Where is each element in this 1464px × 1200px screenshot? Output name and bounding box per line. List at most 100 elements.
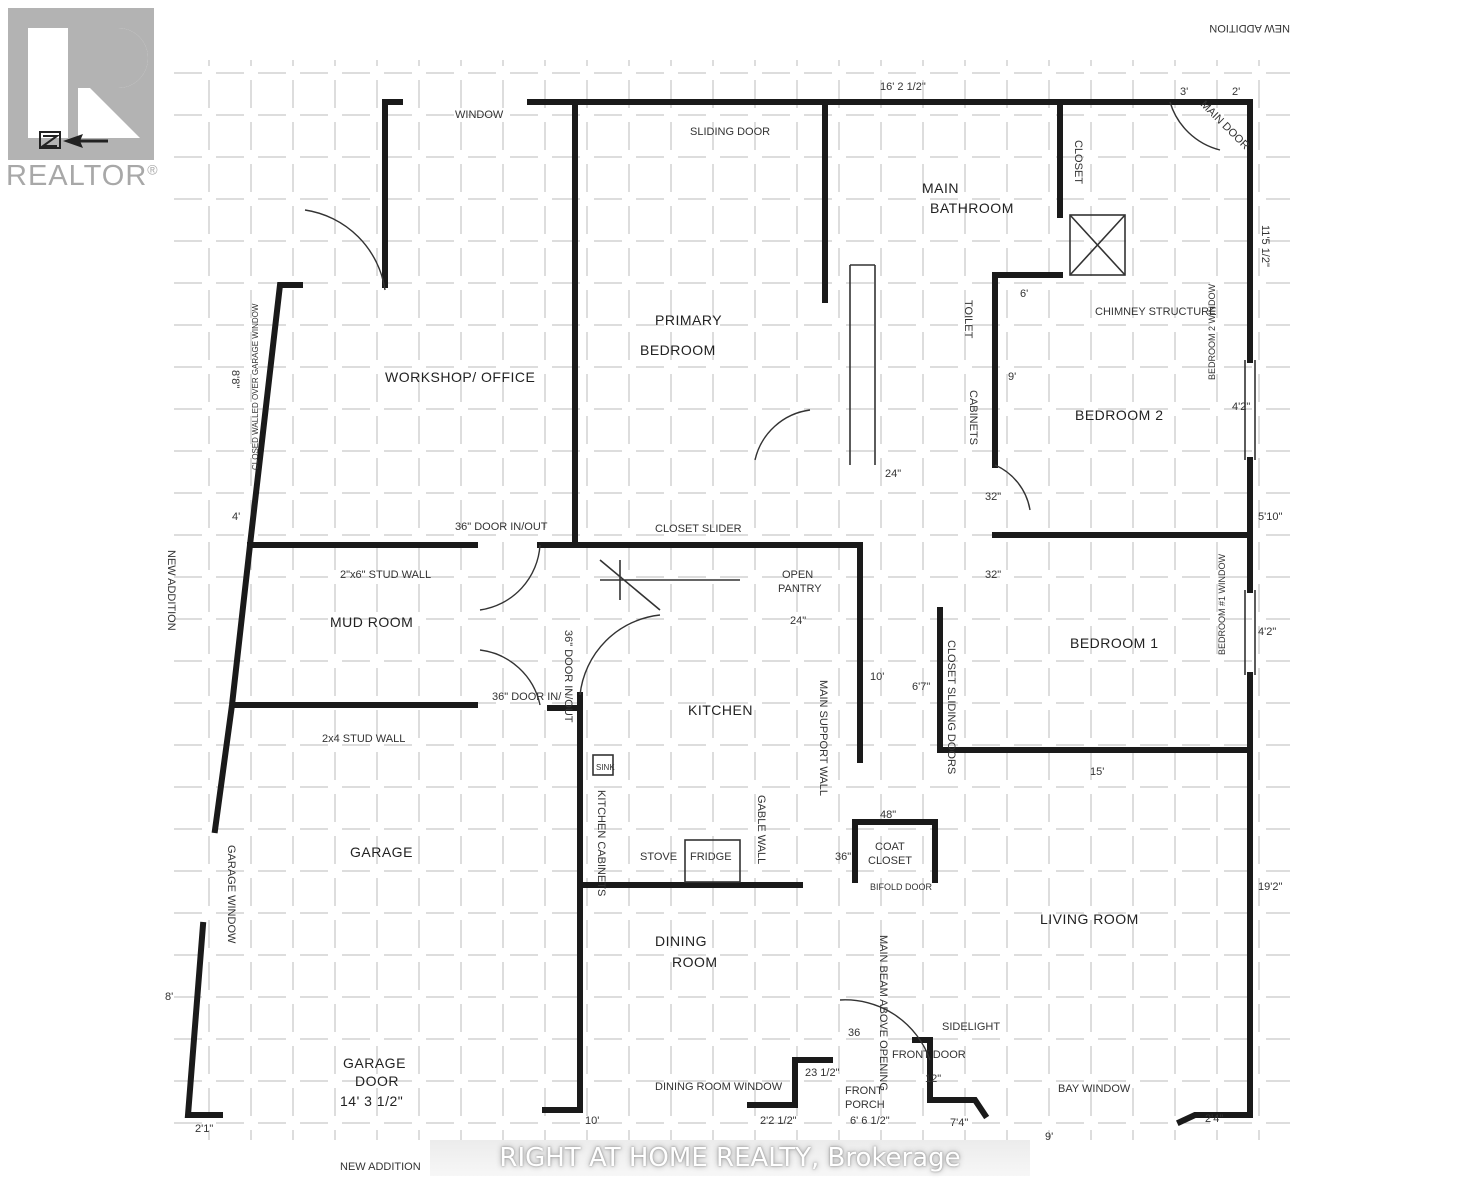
note-closet-slider: CLOSET SLIDER: [655, 523, 742, 535]
note-new-addition-left: NEW ADDITION: [165, 550, 177, 631]
room-dining-2: ROOM: [672, 954, 718, 970]
grid-background: [170, 60, 1290, 1140]
room-primary-bedroom: PRIMARY: [655, 312, 722, 328]
note-bedroom1-window: BEDROOM #1 WINDOW: [1217, 553, 1227, 655]
dimension-label: 24": [790, 615, 806, 627]
dimension-label: 9': [1008, 371, 1016, 383]
dimension-label: 2'4": [1205, 1113, 1223, 1125]
note-kitchen-cabinets: KITCHEN CABINETS: [595, 790, 607, 896]
note-dining-window: DINING ROOM WINDOW: [655, 1081, 783, 1093]
front-porch-label-2: PORCH: [845, 1099, 885, 1111]
room-main-bathroom-2: BATHROOM: [930, 200, 1014, 216]
annotations: NEW ADDITION NEW ADDITION NEW ADDITION C…: [165, 22, 1290, 1173]
note-stove: STOVE: [640, 851, 677, 863]
dimension-label: 10': [585, 1115, 599, 1127]
chimney-structure: [1069, 214, 1126, 276]
dimension-label: 36: [848, 1027, 860, 1039]
dimension-label: 8'8": [229, 370, 241, 388]
note-2x4-stud-wall: 2x4 STUD WALL: [322, 733, 405, 745]
dimension-label: 11'5 1/2": [1259, 225, 1271, 267]
walls: [184, 99, 1253, 1126]
room-bedroom-1: BEDROOM 1: [1070, 635, 1159, 651]
dimension-labels: 16' 2 1/2" 3' 2' 11'5 1/2" 6' 9' 4'2" 5'…: [165, 81, 1282, 1143]
dimension-label: 32": [985, 491, 1001, 503]
note-bay-window: BAY WINDOW: [1058, 1083, 1131, 1095]
realtor-logo-word: REALTOR: [6, 160, 148, 192]
open-pantry-label: OPEN: [782, 569, 813, 581]
dimension-label: 6' 6 1/2": [850, 1115, 890, 1127]
note-window-top: WINDOW: [455, 109, 504, 121]
dimension-label: 6': [1020, 288, 1028, 300]
dimension-label: 10': [870, 671, 884, 683]
room-workshop: WORKSHOP/ OFFICE: [385, 369, 535, 385]
dimension-label: 4'2": [1258, 626, 1276, 638]
note-sink: SINK: [596, 763, 615, 772]
dimension-label: 2': [1232, 86, 1240, 98]
door-swings: [304, 101, 1221, 1061]
dimension-label: 7'4": [950, 1117, 968, 1129]
note-bedroom2-window: BEDROOM 2 WINDOW: [1207, 283, 1217, 380]
note-main-beam: MAIN BEAM ABOVE OPENING: [877, 935, 889, 1091]
note-toilet: TOILET: [962, 300, 974, 339]
dimension-label: 36": [835, 851, 851, 863]
note-new-addition-top: NEW ADDITION: [1209, 22, 1290, 34]
note-main-support-wall: MAIN SUPPORT WALL: [817, 680, 829, 796]
room-primary-bedroom-2: BEDROOM: [640, 342, 716, 358]
room-garage: GARAGE: [350, 844, 413, 860]
dimension-label: 6'7": [912, 681, 930, 693]
dimension-label: 8': [165, 991, 173, 1003]
room-labels: WORKSHOP/ OFFICE PRIMARY BEDROOM MAIN BA…: [330, 180, 1164, 1111]
room-mud-room: MUD ROOM: [330, 614, 413, 630]
note-sidelight: SIDELIGHT: [942, 1021, 1000, 1033]
fridge: [684, 839, 741, 883]
realtor-logo: [8, 8, 154, 160]
coat-closet-label: COAT: [875, 841, 905, 853]
realtor-r-icon: [28, 28, 148, 149]
note-door-in-out-2: 36" DOOR IN/OUT: [562, 630, 574, 723]
dimension-label: 5'10": [1258, 511, 1282, 523]
note-door-in: 36" DOOR IN/: [492, 691, 562, 703]
dimension-label: 9': [1045, 1131, 1053, 1143]
note-chimney: CHIMNEY STRUCTURE: [1095, 306, 1216, 318]
dimension-label: 23 1/2": [805, 1067, 840, 1079]
note-closet-top: CLOSET: [1072, 140, 1084, 184]
room-main-bathroom: MAIN: [922, 180, 959, 196]
room-kitchen: KITCHEN: [688, 702, 753, 718]
dimension-label: 12": [925, 1073, 941, 1085]
note-cabinets: CABINETS: [967, 390, 979, 445]
dimension-label: 4'2": [1232, 401, 1250, 413]
dimension-label: 3': [1180, 86, 1188, 98]
room-bedroom-2: BEDROOM 2: [1075, 407, 1164, 423]
sink: [592, 754, 614, 776]
dimension-label: 2'1": [195, 1123, 213, 1135]
note-garage-window: GARAGE WINDOW: [225, 845, 237, 944]
dimension-label: 32": [985, 569, 1001, 581]
note-2x6-stud-wall: 2"x6" STUD WALL: [340, 569, 431, 581]
dimension-label: 16' 2 1/2": [880, 81, 926, 93]
note-closed-window: CLOSED WALLED OVER GARAGE WINDOW: [251, 303, 260, 470]
registered-mark: ®: [147, 161, 159, 178]
partitions: [592, 214, 1256, 883]
note-sliding-door: SLIDING DOOR: [690, 126, 770, 138]
dimension-label: 4': [232, 511, 240, 523]
note-new-addition-bottom: NEW ADDITION: [340, 1161, 421, 1173]
note-door-in-out-1: 36" DOOR IN/OUT: [455, 521, 548, 533]
room-dining: DINING: [655, 933, 707, 949]
note-garage-door: GARAGE: [343, 1055, 406, 1071]
note-garage-door-2: DOOR: [355, 1073, 399, 1089]
dimension-label: 48": [880, 809, 896, 821]
front-porch-label: FRONT: [845, 1085, 883, 1097]
room-living-room: LIVING ROOM: [1040, 911, 1139, 927]
dimension-label: 15': [1090, 766, 1104, 778]
note-front-door: FRONT DOOR: [892, 1049, 966, 1061]
realtor-logo-text: REALTOR®: [6, 160, 159, 193]
note-bifold-door: BIFOLD DOOR: [870, 882, 933, 892]
note-garage-door-size: 14' 3 1/2": [340, 1093, 403, 1109]
dimension-label: 24": [885, 468, 901, 480]
open-pantry-label-2: PANTRY: [778, 583, 822, 595]
brokerage-watermark: RIGHT AT HOME REALTY, Brokerage: [430, 1140, 1030, 1176]
note-gable-wall: GABLE WALL: [755, 795, 767, 864]
coat-closet-label-2: CLOSET: [868, 855, 912, 867]
dimension-label: 2'2 1/2": [760, 1115, 797, 1127]
